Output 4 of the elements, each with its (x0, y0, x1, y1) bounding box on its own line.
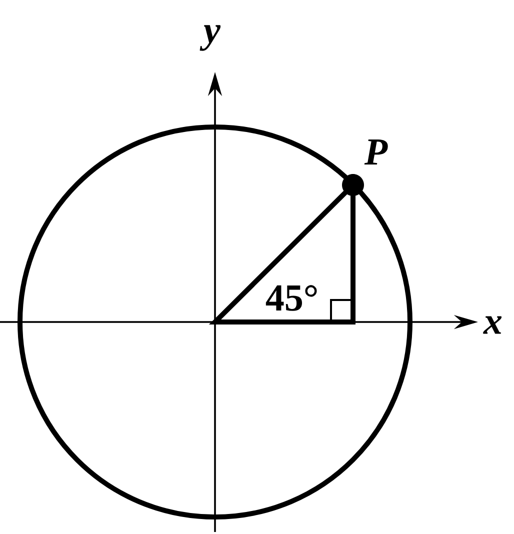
axis-label: P (364, 140, 388, 164)
axis-label: 45° (266, 285, 317, 311)
axis-label: x (483, 316, 502, 334)
axis-label: y (200, 25, 221, 51)
